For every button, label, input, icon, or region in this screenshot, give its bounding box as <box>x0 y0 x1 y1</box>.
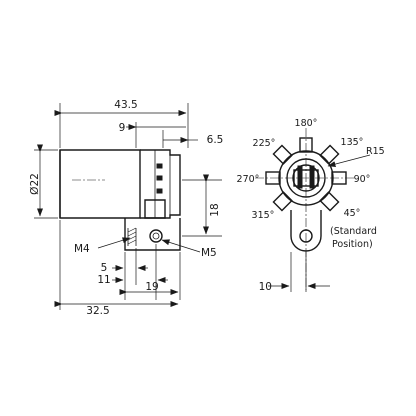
collar-pin-3 <box>156 188 163 194</box>
dim-11: 11 <box>97 274 110 286</box>
side-view: 43.5 9 6.5 Ø22 18 M4 M5 <box>29 99 223 317</box>
m5-hole <box>149 229 163 243</box>
m4-thread-hatch <box>127 227 137 246</box>
clamp-upper-step <box>144 199 166 219</box>
angle-315: 315° <box>252 210 275 221</box>
collar-pin-1 <box>156 163 163 169</box>
note-standard: (Standard <box>330 226 377 237</box>
cam-slot-right <box>309 165 315 189</box>
dim-43-5: 43.5 <box>114 99 137 111</box>
dim-10: 10 <box>259 281 272 293</box>
collar <box>140 149 181 219</box>
angle-270: 270° <box>237 174 260 185</box>
dim-diameter: Ø22 <box>29 173 41 195</box>
dim-9: 9 <box>119 122 126 134</box>
m4-leader <box>97 237 131 249</box>
clamp-block <box>124 218 181 251</box>
cam-slot-left <box>297 165 303 189</box>
radius-r15: R15 <box>366 146 385 157</box>
dim-5: 5 <box>101 262 108 274</box>
r15-leader <box>327 154 371 168</box>
m5-leader <box>161 239 201 253</box>
collar-pin-2 <box>156 175 163 181</box>
angle-135: 135° <box>341 137 364 148</box>
angle-180: 180° <box>295 118 318 129</box>
m5-hole-inner <box>152 232 160 240</box>
label-m4: M4 <box>74 243 90 255</box>
dim-19: 19 <box>145 281 158 293</box>
angle-90: 90° <box>354 174 371 185</box>
angle-45: 45° <box>344 208 361 219</box>
angle-225: 225° <box>253 138 276 149</box>
note-position: Position) <box>332 239 373 250</box>
dim-32-5: 32.5 <box>86 305 109 317</box>
dim-18: 18 <box>209 203 221 216</box>
dim-6-5: 6.5 <box>207 134 224 146</box>
label-m5: M5 <box>201 247 217 259</box>
front-view: 180° 225° 135° 270° 90° 315° 45° R15 (St… <box>237 118 385 293</box>
cylinder-body <box>59 149 141 219</box>
